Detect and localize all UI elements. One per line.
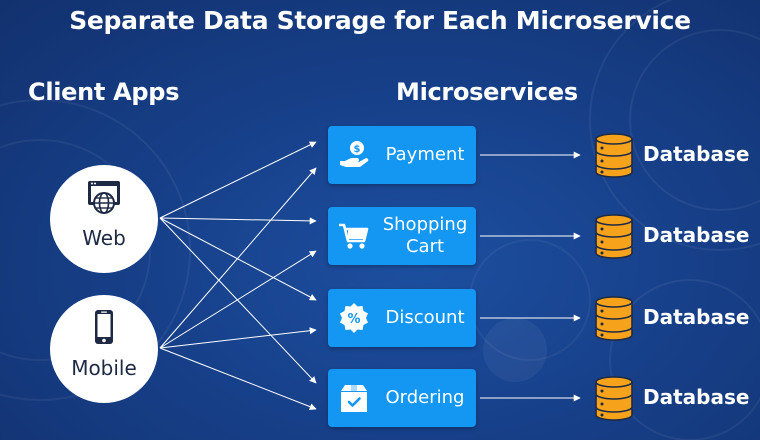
service-label: Discount [385,307,465,328]
database-icon [595,133,633,178]
client-mobile: Mobile [50,295,158,403]
client-web: Web [50,165,158,273]
service-payment: $ Payment [328,126,476,184]
connector-web-payment [159,141,317,219]
service-discount: % Discount [328,289,476,347]
service-label: Shopping Cart [382,214,468,257]
service-label: Ordering [385,387,465,408]
connector-mobile-ordering [159,347,317,410]
database-icon [595,214,633,259]
database-label: Database [643,223,750,247]
shopping-cart-icon [339,223,369,249]
svg-text:%: % [347,312,360,327]
service-label: Payment [385,144,465,165]
connector-web-discount [159,217,317,301]
package-check-icon [341,385,367,412]
globe-browser-icon [88,181,120,214]
hand-coin-icon: $ [340,141,369,167]
connector-mobile-payment [159,167,317,349]
service-ordering: Ordering [328,369,476,427]
percent-badge-icon: % [340,303,368,333]
microservices-heading: Microservices [396,78,578,106]
database-icon [595,296,633,341]
svg-text:$: $ [354,144,361,155]
diagram-title: Separate Data Storage for Each Microserv… [69,6,691,35]
database-label: Database [643,305,750,329]
client-apps-heading: Client Apps [28,78,180,106]
client-label: Mobile [71,356,137,380]
service-shopping-cart: Shopping Cart [328,207,476,265]
connector-web-cart [159,217,317,225]
connector-web-ordering [159,217,317,384]
database-label: Database [643,385,750,409]
database-icon [595,376,633,421]
client-label: Web [82,226,126,250]
connector-mobile-discount [159,327,317,349]
database-label: Database [643,142,750,166]
connector-mobile-cart [159,250,317,349]
mobile-phone-icon [95,310,113,344]
